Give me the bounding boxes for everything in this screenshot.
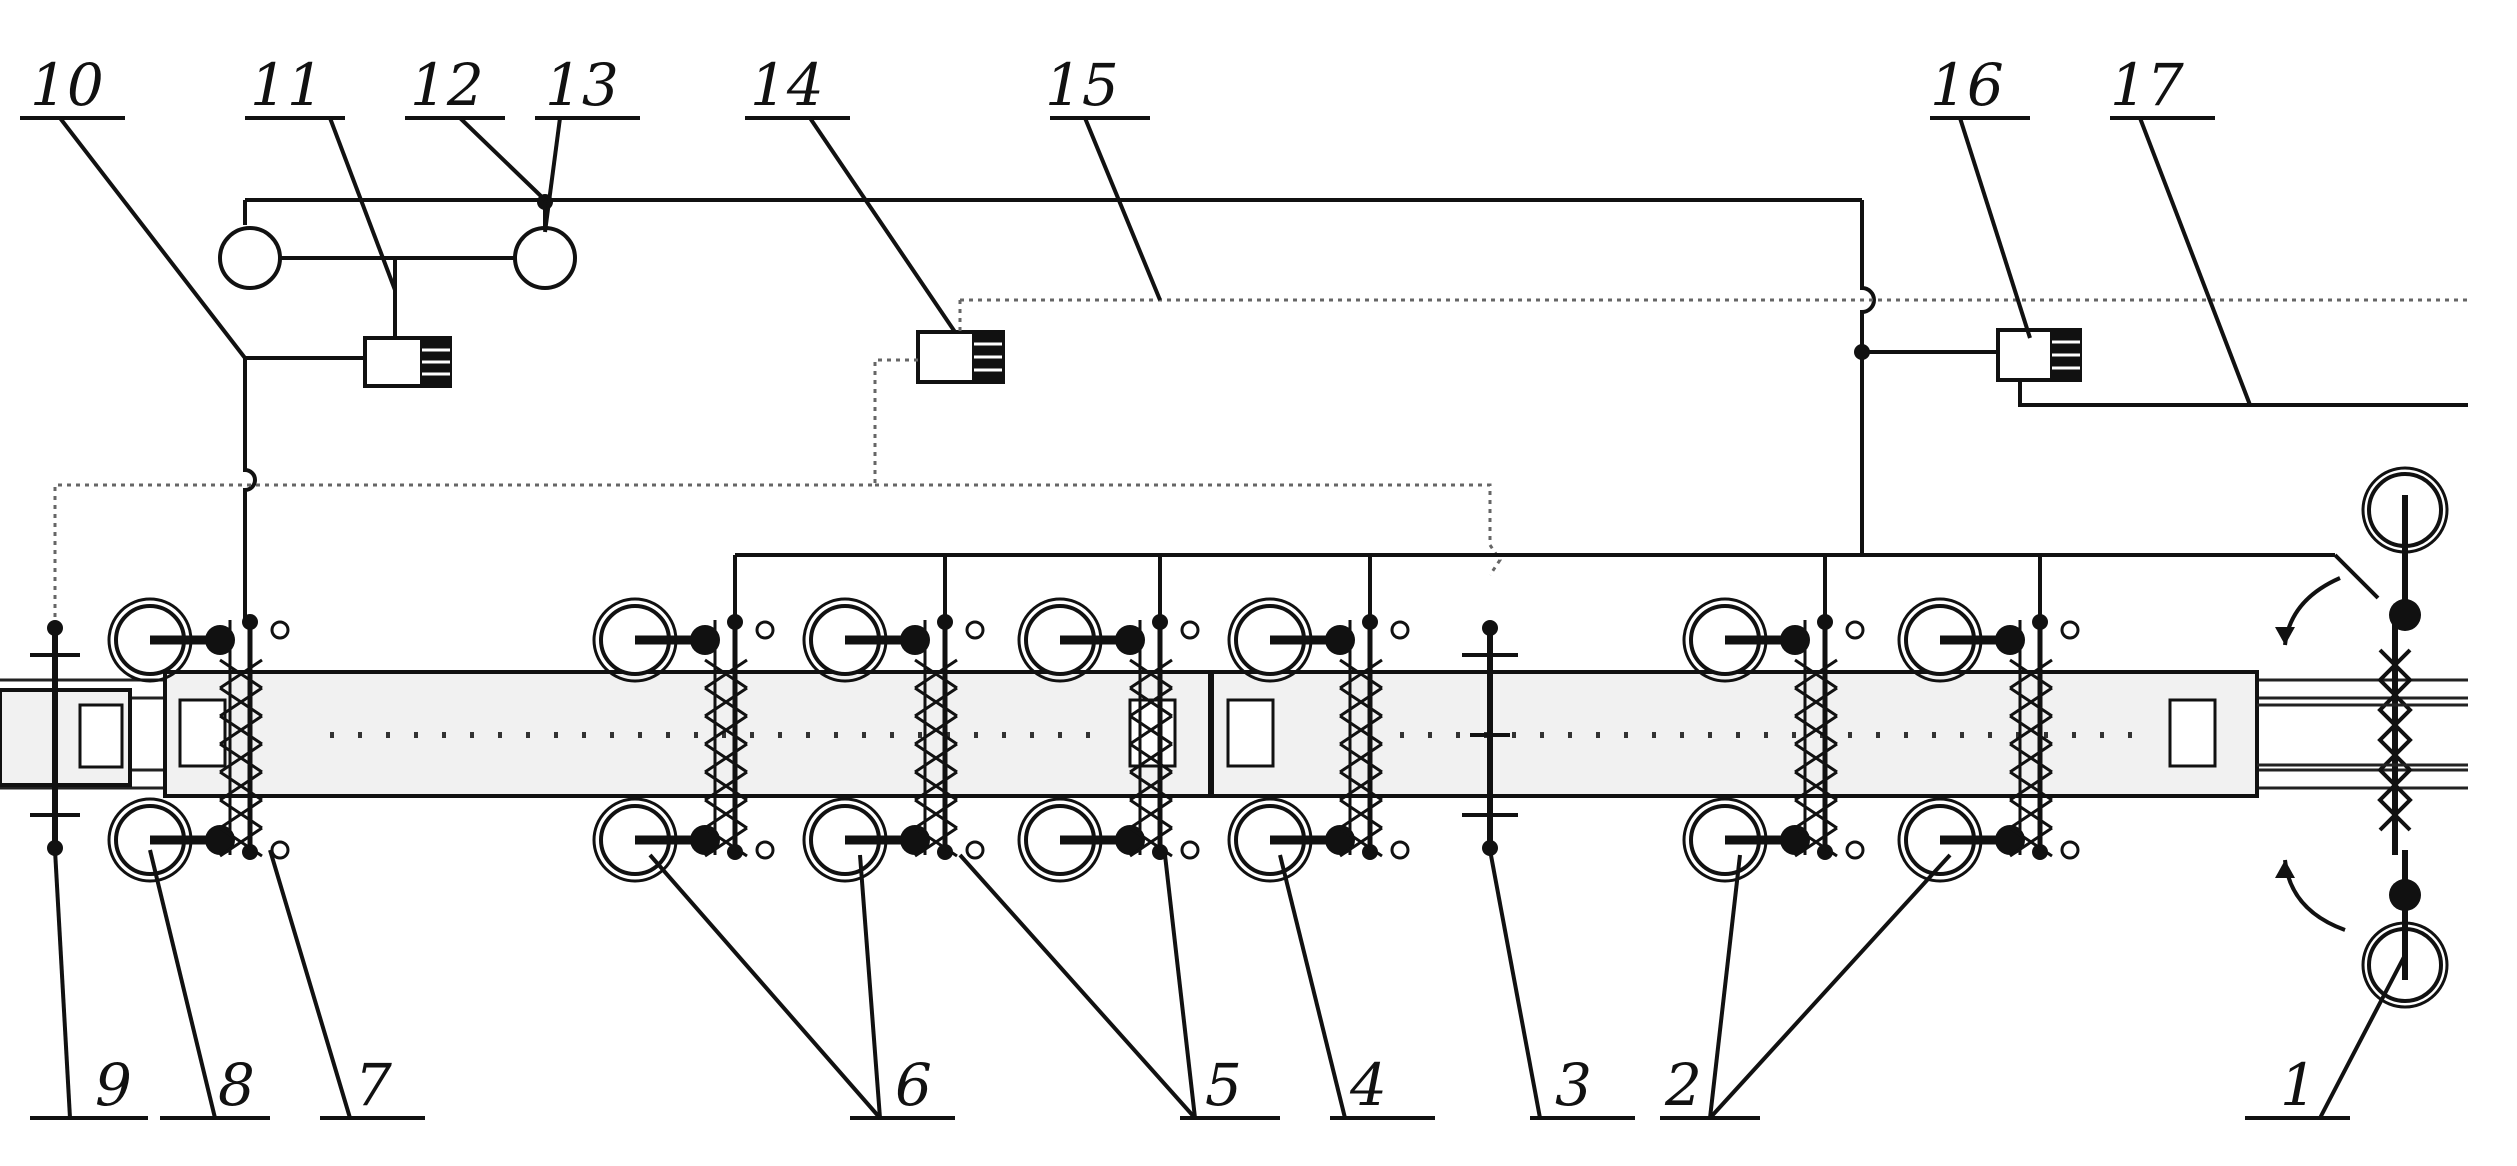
label-5: 5 bbox=[1205, 1051, 1242, 1119]
motor-13-circle bbox=[513, 226, 577, 290]
drive-station bbox=[802, 555, 985, 883]
drive-station bbox=[592, 555, 775, 883]
label-9: 9 bbox=[95, 1051, 132, 1119]
label-11: 11 bbox=[250, 51, 324, 119]
label-15: 15 bbox=[1045, 51, 1119, 119]
drive-station bbox=[1682, 555, 1865, 883]
drive-station bbox=[1897, 555, 2080, 883]
sensor-post-9 bbox=[30, 620, 80, 856]
drive-stations bbox=[107, 555, 2080, 883]
control-network bbox=[53, 194, 2468, 625]
leader-lines bbox=[20, 116, 2407, 1120]
drive-station bbox=[1017, 555, 1200, 883]
label-1: 1 bbox=[2280, 1051, 2317, 1119]
number-labels: 1 2 3 4 5 6 7 8 9 10 11 12 13 14 15 16 1… bbox=[30, 51, 2317, 1119]
sensor-post-3 bbox=[1462, 620, 1518, 856]
carriage-far-left bbox=[0, 688, 132, 787]
label-13: 13 bbox=[545, 51, 619, 119]
carriage-left bbox=[163, 670, 1212, 798]
label-12: 12 bbox=[410, 51, 484, 119]
label-3: 3 bbox=[1555, 1051, 1592, 1119]
label-4: 4 bbox=[1349, 1051, 1387, 1119]
label-14: 14 bbox=[750, 51, 824, 119]
drive-station bbox=[107, 597, 290, 883]
drive-station bbox=[1227, 555, 1410, 883]
label-17: 17 bbox=[2110, 51, 2184, 119]
label-6: 6 bbox=[895, 1051, 932, 1119]
label-16: 16 bbox=[1930, 51, 2004, 119]
label-7: 7 bbox=[355, 1051, 392, 1119]
rotating-drive-1 bbox=[2257, 466, 2468, 1009]
carriage-right bbox=[1210, 670, 2259, 798]
label-8: 8 bbox=[218, 1051, 255, 1119]
motor-left-circle bbox=[218, 226, 282, 290]
label-10: 10 bbox=[30, 51, 104, 119]
label-2: 2 bbox=[1664, 1051, 1702, 1119]
